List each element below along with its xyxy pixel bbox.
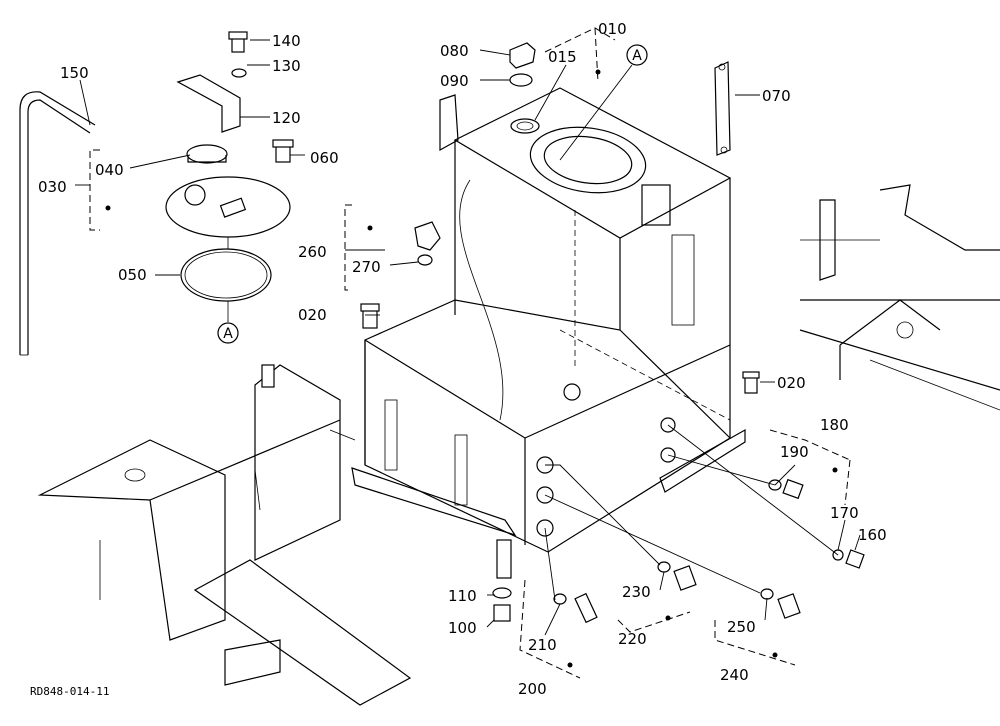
fitting-230 xyxy=(657,561,697,591)
label-230: 230 xyxy=(622,583,651,601)
label-160: 160 xyxy=(858,526,887,544)
elbow-fitting-260 xyxy=(414,221,441,251)
view-marker-a-bottom: A xyxy=(217,322,239,344)
label-110: 110 xyxy=(448,587,477,605)
oring-270 xyxy=(417,254,433,266)
label-040: 040 xyxy=(95,161,124,179)
label-150: 150 xyxy=(60,64,89,82)
washer-130 xyxy=(231,68,247,78)
bolt-020-right xyxy=(742,371,760,394)
bracket-120 xyxy=(176,74,241,133)
part-labels: 010 015 020 020 030 040 050 060 070 080 … xyxy=(38,20,887,698)
washer-110 xyxy=(492,587,512,599)
fitting-210 xyxy=(553,592,598,624)
reference-dots xyxy=(105,69,838,668)
hydraulic-tank xyxy=(351,87,746,579)
assembly-brackets xyxy=(89,27,851,679)
label-170: 170 xyxy=(830,504,859,522)
label-090: 090 xyxy=(440,72,469,90)
label-015: 015 xyxy=(548,48,577,66)
cover-plate-assembly xyxy=(165,144,291,320)
label-260: 260 xyxy=(298,243,327,261)
cap-080 xyxy=(509,42,536,69)
svg-text:A: A xyxy=(632,48,642,64)
label-020: 020 xyxy=(298,306,327,324)
view-marker-a-top: A xyxy=(626,44,648,66)
label-130: 130 xyxy=(272,57,301,75)
fitting-160 xyxy=(832,549,865,569)
label-020: 020 xyxy=(777,374,806,392)
machine-frame xyxy=(37,364,412,706)
label-050: 050 xyxy=(118,266,147,284)
label-180: 180 xyxy=(820,416,849,434)
label-100: 100 xyxy=(448,619,477,637)
bolt-020-left xyxy=(360,303,380,329)
label-220: 220 xyxy=(618,630,647,648)
label-030: 030 xyxy=(38,178,67,196)
plug-100 xyxy=(493,604,511,622)
leader-lines xyxy=(75,39,861,636)
drawing-code: RD848-014-11 xyxy=(30,685,109,698)
label-200: 200 xyxy=(518,680,547,698)
label-080: 080 xyxy=(440,42,469,60)
bolt-140 xyxy=(228,31,248,53)
label-070: 070 xyxy=(762,87,791,105)
stay-070 xyxy=(714,61,731,156)
right-frame xyxy=(799,184,1000,411)
label-250: 250 xyxy=(727,618,756,636)
oring-090 xyxy=(509,73,533,87)
label-190: 190 xyxy=(780,443,809,461)
label-060: 060 xyxy=(310,149,339,167)
label-210: 210 xyxy=(528,636,557,654)
label-140: 140 xyxy=(272,32,301,50)
svg-text:A: A xyxy=(223,326,233,342)
breather-pipe-150 xyxy=(19,91,96,356)
fitting-060 xyxy=(272,139,294,163)
label-270: 270 xyxy=(352,258,381,276)
label-010: 010 xyxy=(598,20,627,38)
label-240: 240 xyxy=(720,666,749,684)
fitting-190 xyxy=(768,478,804,500)
label-120: 120 xyxy=(272,109,301,127)
